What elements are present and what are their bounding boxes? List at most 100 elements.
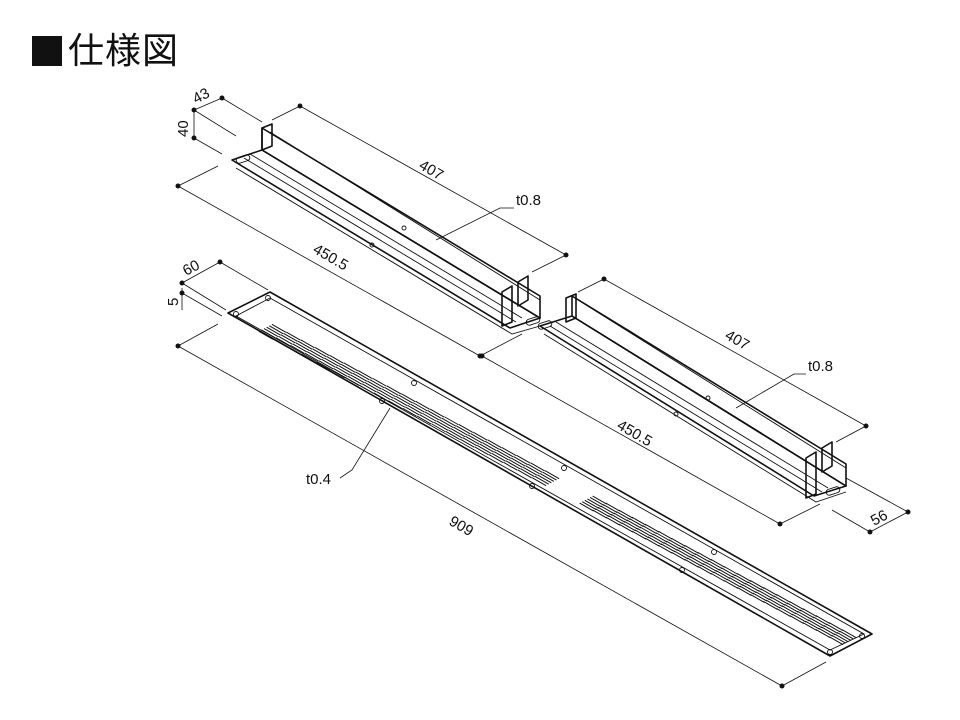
vent-slot-block: [359, 377, 387, 394]
vent-slot-block: [828, 629, 857, 646]
dim-grille-length: 909: [446, 513, 476, 540]
vent-slot: [295, 342, 310, 351]
vent-slot: [347, 375, 363, 385]
vent-slot: [419, 414, 434, 424]
vent-slot: [412, 402, 428, 412]
vent-slot: [367, 380, 382, 390]
vent-slot: [799, 609, 815, 619]
vent-slot: [501, 447, 517, 456]
vent-slot: [314, 347, 330, 356]
vent-slot: [841, 629, 857, 639]
vent-slot: [581, 501, 597, 511]
vent-slot: [663, 542, 678, 551]
vent-slot: [269, 325, 284, 335]
vent-slot: [450, 428, 466, 438]
vent-slot: [736, 586, 752, 596]
vent-slot-block: [431, 416, 459, 433]
vent-slot-block: [402, 400, 430, 417]
vent-slot: [676, 549, 692, 558]
vent-slot: [687, 557, 702, 567]
dimension-labels: 43 40 407 t0.8 450.5 407 t0.8 450.5 56 6…: [165, 85, 891, 540]
vent-slot: [610, 513, 626, 523]
vent-slot: [361, 383, 377, 393]
vent-slot: [352, 372, 368, 382]
vent-slot: [684, 558, 699, 568]
vent-slot: [834, 633, 849, 643]
vent-slot: [472, 431, 488, 441]
vent-slot: [815, 615, 831, 625]
vent-slot: [689, 556, 705, 565]
vent-slot: [815, 629, 831, 639]
vent-slot-block: [763, 594, 791, 610]
vent-slot-block: [658, 537, 686, 554]
vent-slot: [600, 505, 615, 515]
vent-slot: [318, 360, 334, 370]
vent-slot: [496, 449, 512, 459]
vent-slot: [681, 546, 697, 556]
vent-slot: [631, 516, 647, 526]
vent-slot: [448, 429, 463, 439]
dim-grille-width: 60: [180, 257, 203, 280]
vent-slot: [608, 515, 623, 525]
vent-slot: [584, 499, 600, 509]
vent-slot: [499, 448, 514, 458]
vent-slot: [768, 598, 783, 608]
vent-slot: [807, 619, 823, 629]
vent-slot: [436, 420, 451, 430]
vent-slot: [647, 536, 663, 546]
vent-slot: [763, 601, 778, 610]
dim-rail-thickness-lower: t0.8: [808, 358, 833, 375]
vent-slot: [316, 361, 331, 371]
vent-slot: [792, 613, 807, 623]
vent-slot: [453, 426, 468, 436]
vent-slot: [445, 431, 461, 440]
lower-rail: [537, 293, 847, 503]
vent-slot: [697, 551, 712, 561]
vent-slot: [530, 462, 545, 472]
vent-slot: [321, 358, 336, 368]
vent-slot: [831, 634, 846, 644]
vent-slot-block: [802, 615, 831, 632]
vent-slot-block: [750, 587, 778, 603]
vent-slot-block: [344, 370, 373, 386]
vent-slot: [734, 574, 749, 584]
vent-slot: [424, 411, 440, 421]
vent-slot: [771, 596, 786, 606]
vent-slot: [587, 498, 602, 508]
vent-slot: [359, 384, 374, 394]
vent-slot: [668, 539, 684, 549]
vent-slot: [508, 459, 523, 468]
vent-slot: [613, 512, 628, 522]
vent-slot: [344, 377, 360, 386]
vent-slot: [736, 572, 752, 582]
vent-slot: [410, 403, 425, 413]
vent-slot-block: [474, 439, 502, 456]
vent-slot: [592, 495, 607, 505]
vent-slot: [631, 530, 647, 540]
vent-slot: [330, 369, 346, 379]
vent-slot: [658, 544, 673, 554]
vent-slot: [747, 581, 762, 591]
vent-slot: [618, 523, 634, 533]
vent-slot: [415, 400, 430, 410]
dimension-lines: [175, 95, 911, 689]
vent-slot-block: [631, 523, 660, 540]
vent-slot: [805, 620, 820, 630]
vent-slot: [757, 589, 773, 599]
vent-slot: [458, 424, 474, 433]
vent-slot: [539, 473, 555, 482]
vent-slot: [755, 591, 770, 601]
vent-slot: [402, 407, 417, 417]
vent-slot: [510, 457, 526, 467]
vent-slot: [401, 393, 416, 403]
vent-slot: [781, 605, 797, 615]
vent-slot: [763, 587, 778, 596]
vent-slot: [710, 572, 726, 582]
vent-slot: [289, 344, 305, 354]
vent-slot: [287, 346, 302, 356]
vent-slot: [271, 323, 287, 333]
vent-slot-block: [388, 393, 416, 410]
square-bullet-icon: [32, 36, 62, 66]
vent-slot: [300, 339, 315, 349]
